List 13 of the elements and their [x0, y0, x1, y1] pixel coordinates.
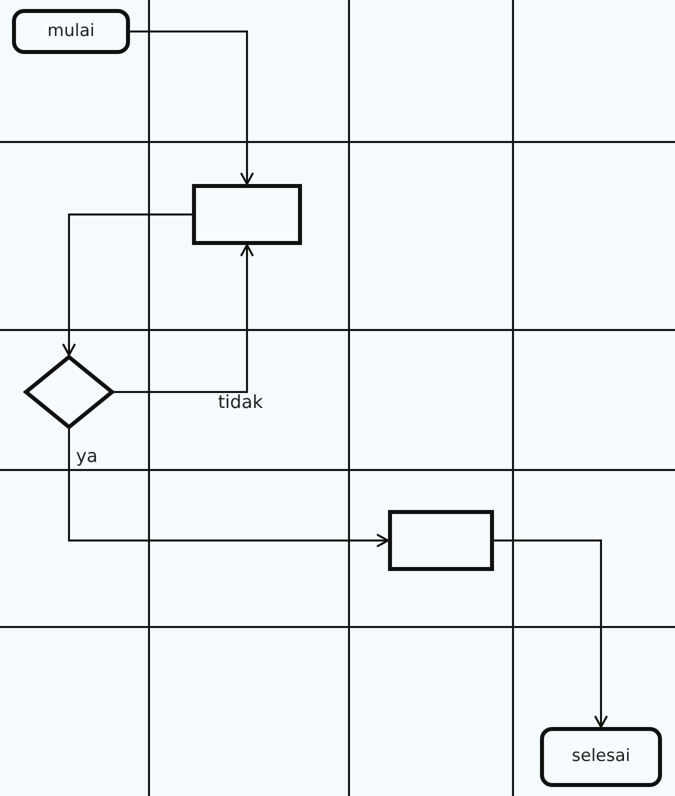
arrow — [68, 429, 389, 548]
arrow — [114, 244, 254, 393]
node-label: mulai — [47, 20, 95, 43]
node-label: selesai — [572, 745, 630, 768]
terminal-box — [540, 727, 662, 787]
terminal-box — [12, 9, 130, 54]
arrow — [62, 214, 192, 356]
arrow — [130, 30, 254, 185]
edge-label: ya — [76, 448, 98, 466]
process-box — [388, 510, 494, 571]
process-box — [192, 184, 302, 245]
edge-label: tidak — [218, 394, 263, 412]
arrow — [494, 540, 608, 728]
